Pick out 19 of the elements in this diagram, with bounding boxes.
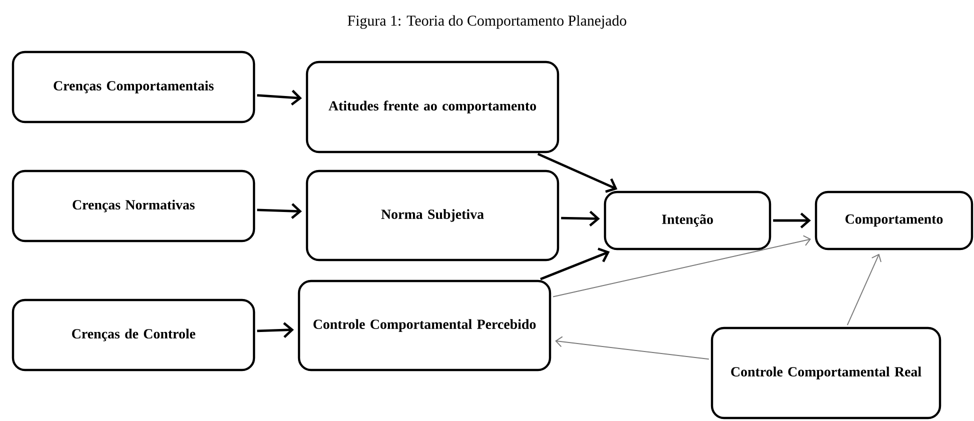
arrow bbox=[555, 336, 710, 360]
process-box: Comportamento bbox=[814, 190, 974, 250]
process-box: Crenças de Controle bbox=[12, 298, 256, 372]
process-box: Crenças Normativas bbox=[12, 170, 256, 242]
process-box: Controle Comportamental Percebido bbox=[298, 280, 552, 372]
arrow bbox=[257, 203, 302, 219]
arrow bbox=[552, 235, 811, 298]
arrow bbox=[773, 212, 811, 228]
process-box: Controle Comportamental Real bbox=[710, 326, 942, 420]
figure-title: Figura 1: Teoria do Comportamento Planejado bbox=[348, 15, 626, 29]
arrow bbox=[257, 322, 294, 338]
arrow bbox=[561, 210, 600, 227]
process-box: Atitudes frente ao comportamento bbox=[306, 60, 560, 154]
process-box: Norma Subjetiva bbox=[306, 170, 560, 262]
arrow bbox=[846, 254, 882, 326]
arrow bbox=[540, 248, 610, 280]
process-box: Intenção bbox=[604, 190, 772, 250]
arrow bbox=[257, 90, 302, 106]
process-box: Crenças Comportamentais bbox=[12, 50, 256, 124]
